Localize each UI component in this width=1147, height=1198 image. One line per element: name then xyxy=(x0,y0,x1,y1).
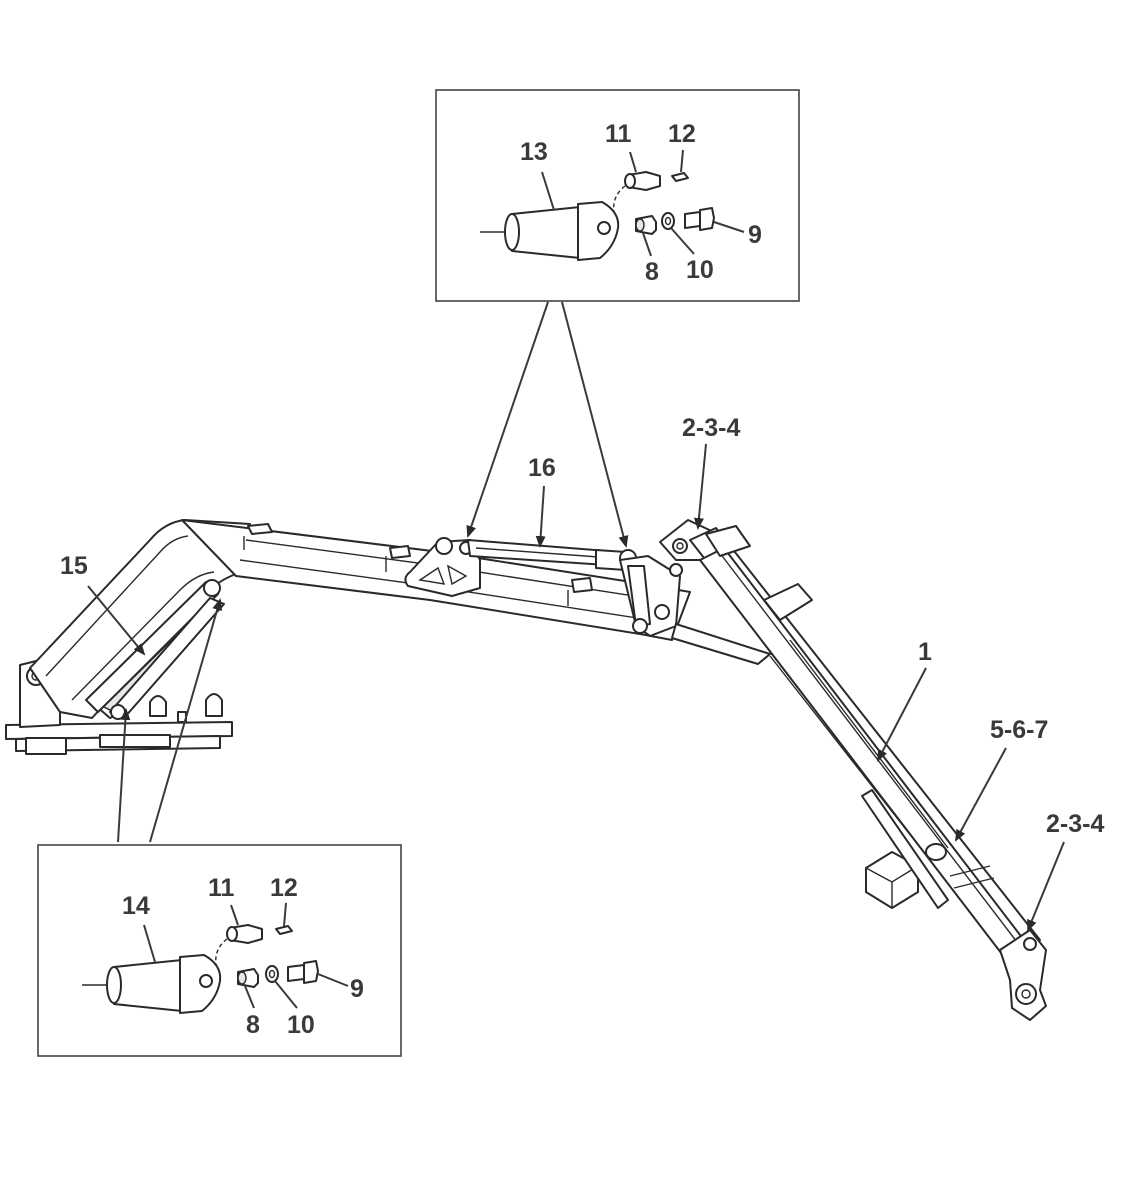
top-inset-leaders xyxy=(541,149,745,257)
bottom-inset: 14 11 12 9 8 10 xyxy=(37,844,402,1057)
top-inset-frame xyxy=(435,89,800,302)
arrow-15 xyxy=(87,585,146,656)
main-leaders xyxy=(87,301,1065,932)
callout-5-6-7: 5-6-7 xyxy=(990,716,1048,744)
spacer-8-drawing xyxy=(635,215,657,235)
arrow-tip-2-3-4 xyxy=(1027,841,1065,932)
top-inset: 13 11 12 9 8 10 xyxy=(435,89,800,302)
callout-2-3-4-upper: 2-3-4 xyxy=(682,414,740,442)
bottom-inset-leaders xyxy=(143,902,349,1009)
callout-9-bottom: 9 xyxy=(350,975,364,1003)
arrow-5-6-7 xyxy=(955,747,1007,842)
arrow-top-inset-left xyxy=(466,301,549,538)
tip-sensors xyxy=(861,789,995,909)
link-plate xyxy=(404,537,481,597)
callout-8-top: 8 xyxy=(645,258,659,286)
washer-10-bottom-drawing xyxy=(265,965,279,983)
callout-10-top: 10 xyxy=(686,256,714,284)
boom-assembly xyxy=(5,519,1047,1021)
arrow-16 xyxy=(535,485,546,548)
callout-11-top: 11 xyxy=(605,120,632,148)
arrow-top-inset-right xyxy=(561,301,629,548)
callout-10-bottom: 10 xyxy=(287,1011,315,1039)
callout-9-top: 9 xyxy=(748,221,762,249)
callout-8-bottom: 8 xyxy=(246,1011,260,1039)
bushing-11-drawing xyxy=(613,171,661,213)
bushing-11-bottom-drawing xyxy=(215,924,263,966)
callout-11-bottom: 11 xyxy=(208,874,235,902)
arrow-bottom-inset-right xyxy=(149,598,223,843)
callout-14-bottom: 14 xyxy=(122,892,150,920)
arrow-bottom-inset-left xyxy=(117,708,131,843)
callout-12-top: 12 xyxy=(668,120,696,148)
washer-10-drawing xyxy=(661,212,675,230)
cylinder-13-drawing xyxy=(480,201,620,261)
telescopic-extension xyxy=(671,525,1041,963)
bolt-9-bottom-drawing xyxy=(287,960,319,984)
callout-15: 15 xyxy=(60,552,88,580)
tip-head xyxy=(999,929,1047,1021)
arrow-upper-2-3-4 xyxy=(693,443,707,530)
callout-13-top: 13 xyxy=(520,138,548,166)
cylinder-14-drawing xyxy=(82,954,222,1014)
bolt-9-drawing xyxy=(684,207,715,231)
arrow-1 xyxy=(877,667,927,762)
callout-16: 16 xyxy=(528,454,556,482)
callout-2-3-4-tip: 2-3-4 xyxy=(1046,810,1104,838)
callout-12-bottom: 12 xyxy=(270,874,298,902)
bottom-inset-frame xyxy=(37,844,402,1057)
fitting-12-bottom-drawing xyxy=(275,925,293,935)
elbow-linkage xyxy=(619,555,683,637)
spacer-8-bottom-drawing xyxy=(237,968,259,988)
fitting-12-drawing xyxy=(671,172,689,182)
callout-1: 1 xyxy=(918,638,932,666)
